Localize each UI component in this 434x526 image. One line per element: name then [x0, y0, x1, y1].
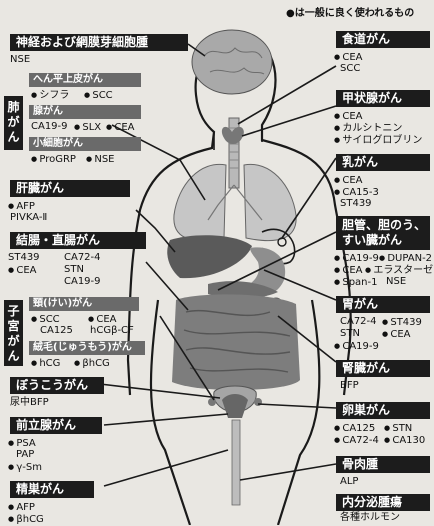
uterus-marker-hcgbcf: hCGβ-CF [90, 325, 134, 337]
uterus-neck-header: 頸(けい)がん [29, 297, 139, 311]
biliary-header-line1: 胆管、胆のう、 [342, 218, 424, 233]
testis-marker-bhcg: βhCG [8, 513, 44, 526]
thyroid-marker-thyroglobulin: サイログロブリン [334, 134, 422, 147]
uterus-chorio-header: 絨毛(じゅうもう)がん [29, 341, 145, 355]
bladder-marker-bfp: 尿中BFP [10, 397, 49, 409]
liver-marker-pivka: PIVKA-Ⅱ [10, 212, 47, 224]
neuro-header: 神経および網膜芽細胞腫 [10, 34, 188, 51]
uterus-header: 子宮がん [4, 300, 23, 366]
uterus-marker-ca125: CA125 [40, 325, 73, 337]
lung-left-shape [174, 164, 226, 240]
liver-shape [167, 235, 252, 278]
prostate-marker-pap: PAP [16, 449, 34, 461]
colon-marker-ca199: CA19-9 [64, 276, 101, 288]
intestine-shape [172, 294, 300, 390]
colon-marker-cea: CEA [8, 264, 37, 277]
lung-adeno-header: 腺がん [29, 105, 141, 119]
neuro-marker-nse: NSE [10, 54, 30, 66]
kidney-header: 腎臓がん [336, 360, 430, 377]
lung-marker-nse: NSE [86, 153, 115, 166]
colon-header: 結腸・直腸がん [10, 232, 146, 249]
bone-shape [232, 420, 240, 505]
lung-marker-cea: CEA [106, 121, 135, 134]
kidney-marker-bfp: BFP [340, 380, 359, 392]
lung-marker-cyfra: シフラ [31, 89, 69, 102]
lung-squamous-header: へん平上皮がん [29, 73, 141, 87]
ovary-marker-ca724: CA72-4 [334, 434, 379, 447]
lung-marker-ca199: CA19-9 [31, 121, 68, 133]
thyroid-header: 甲状腺がん [336, 90, 430, 107]
lung-marker-scc: SCC [84, 89, 113, 102]
endocrine-header: 内分泌腫瘍 [336, 494, 430, 511]
biliary-header-line2: すい臓がん [342, 233, 424, 248]
prostate-marker-gsm: γ-Sm [8, 461, 42, 474]
biliary-marker-span1: Span-1 [334, 276, 377, 289]
colon-marker-stn: STN [64, 264, 84, 276]
ovary-header: 卵巣がん [336, 402, 430, 419]
uterus-marker-bhcg: βhCG [74, 357, 110, 370]
lung-small-header: 小細胞がん [29, 137, 141, 151]
stomach-marker-cea: CEA [382, 328, 411, 341]
endocrine-marker-hormones: 各種ホルモン [340, 512, 400, 524]
liver-header: 肝臓がん [10, 180, 130, 197]
lung-marker-progrp: ProGRP [31, 153, 76, 166]
bone-marker-alp: ALP [340, 476, 358, 488]
stomach-marker-stn: STN [340, 328, 360, 340]
prostate-header: 前立腺がん [10, 417, 102, 434]
esophagus-marker-scc: SCC [340, 63, 360, 75]
breast-marker-st439: ST439 [340, 198, 372, 210]
stomach-header: 胃がん [336, 296, 430, 313]
legend-note: ●は一般に良く使われるもの [286, 4, 414, 19]
stomach-marker-ca724: CA72-4 [340, 316, 377, 328]
lung-header: 肺がん [4, 96, 23, 150]
lung-marker-slx: SLX [74, 121, 101, 134]
biliary-header: 胆管、胆のう、 すい臓がん [336, 216, 430, 250]
uterus-marker-hcg: hCG [31, 357, 60, 370]
bladder-header: ぼうこうがん [10, 377, 104, 394]
brain-shape [192, 30, 272, 94]
ovary-marker-ca130: CA130 [384, 434, 425, 447]
esophagus-header: 食道がん [336, 31, 430, 48]
colon-marker-st439: ST439 [8, 252, 40, 264]
bone-header: 骨肉腫 [336, 456, 430, 473]
biliary-marker-nse: NSE [386, 276, 406, 288]
testis-header: 精巣がん [10, 481, 94, 498]
colon-marker-ca724: CA72-4 [64, 252, 101, 264]
breast-header: 乳がん [336, 154, 430, 171]
stomach-marker-ca199: CA19-9 [334, 340, 379, 353]
